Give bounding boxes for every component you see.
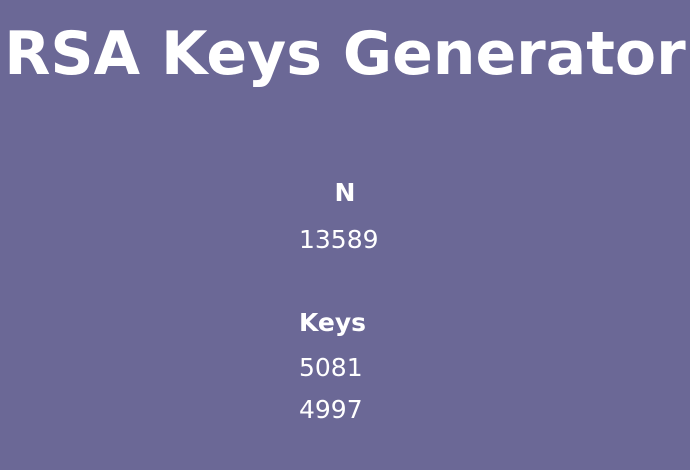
keys-label: Keys [299, 308, 367, 337]
page-title: RSA Keys Generator [4, 19, 686, 89]
public-key-value: 5081 [299, 353, 363, 382]
private-key-value: 4997 [299, 395, 363, 424]
keys-block: Keys 5081 4997 [299, 307, 366, 426]
n-label: N [334, 178, 356, 207]
n-section: N 13589 [0, 177, 690, 254]
n-value: 13589 [299, 225, 379, 254]
